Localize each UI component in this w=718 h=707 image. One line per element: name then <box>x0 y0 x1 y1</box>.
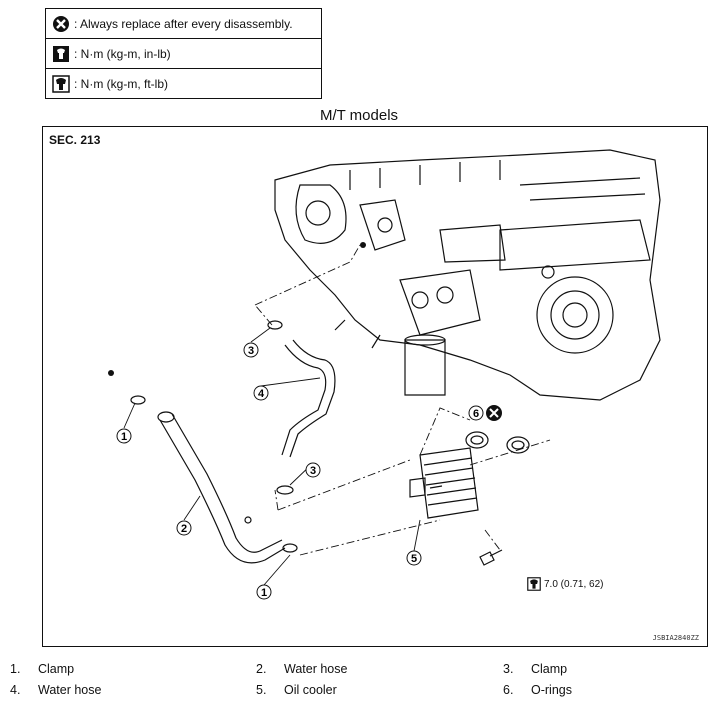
torque-value: 7.0 (0.71, 62) <box>544 578 604 590</box>
part-item: 4. Water hose <box>10 683 101 697</box>
engine-block <box>274 149 661 401</box>
callout-2: 2 <box>176 520 192 536</box>
svg-text:3: 3 <box>310 465 316 477</box>
part-name: Water hose <box>38 683 102 697</box>
water-hose-4 <box>281 339 336 458</box>
part-number: 1. <box>10 662 21 676</box>
oil-cooler-5 <box>409 447 479 519</box>
callout-3-upper: 3 <box>243 342 259 358</box>
svg-text:6: 6 <box>473 408 479 420</box>
callout-6: 6 <box>468 405 484 421</box>
water-hose-2 <box>157 411 286 564</box>
svg-text:5: 5 <box>411 553 417 565</box>
legend-text-replace: : Always replace after every disassembly… <box>74 16 293 31</box>
part-name: Clamp <box>38 662 75 676</box>
part-number: 5. <box>256 683 267 697</box>
reference-dot <box>108 370 114 376</box>
reference-dot <box>360 242 366 248</box>
bolt <box>479 549 503 566</box>
leader-lines <box>254 244 551 556</box>
part-name: Clamp <box>531 662 568 676</box>
torque-spec: 7.0 (0.71, 62) <box>527 577 603 591</box>
part-number: 6. <box>503 683 514 697</box>
symbol-legend: : Always replace after every disassembly… <box>45 8 322 99</box>
part-name: O-rings <box>531 683 572 697</box>
replace-x-icon <box>486 405 502 421</box>
o-rings-6 <box>465 431 530 454</box>
section-label: SEC. 213 <box>49 133 101 147</box>
callout-4: 4 <box>253 385 269 401</box>
callout-3-lower: 3 <box>305 462 321 478</box>
torque-wrench-large-icon <box>52 74 70 93</box>
diagram-frame: SEC. 213 JSBIA2840ZZ 7.0 (0.71, 62) <box>42 126 708 647</box>
svg-text:3: 3 <box>248 345 254 357</box>
part-item: 6. O-rings <box>503 683 572 697</box>
callout-1-upper: 1 <box>116 428 132 444</box>
torque-wrench-large-icon <box>527 577 541 591</box>
image-code: JSBIA2840ZZ <box>652 634 699 642</box>
callout-5: 5 <box>406 550 422 566</box>
part-name: Oil cooler <box>284 683 337 697</box>
part-item: 2. Water hose <box>256 662 347 676</box>
svg-text:1: 1 <box>261 587 267 599</box>
legend-row-inlb: : N·m (kg-m, in-lb) <box>46 39 321 69</box>
part-number: 2. <box>256 662 267 676</box>
svg-text:2: 2 <box>181 523 187 535</box>
svg-text:1: 1 <box>121 431 127 443</box>
legend-text-ftlb: : N·m (kg-m, ft-lb) <box>74 76 168 91</box>
part-number: 3. <box>503 662 514 676</box>
legend-row-replace: : Always replace after every disassembly… <box>46 9 321 39</box>
part-item: 3. Clamp <box>503 662 567 676</box>
svg-text:4: 4 <box>258 388 265 400</box>
part-item: 5. Oil cooler <box>256 683 337 697</box>
part-item: 1. Clamp <box>10 662 74 676</box>
model-title: M/T models <box>319 107 399 124</box>
legend-text-inlb: : N·m (kg-m, in-lb) <box>74 46 171 61</box>
torque-wrench-small-icon <box>53 45 69 62</box>
legend-row-ftlb: : N·m (kg-m, ft-lb) <box>46 69 321 98</box>
callout-1-lower: 1 <box>256 584 272 600</box>
part-number: 4. <box>10 683 21 697</box>
part-name: Water hose <box>284 662 348 676</box>
clamps <box>130 320 298 553</box>
replace-x-icon <box>53 15 69 32</box>
